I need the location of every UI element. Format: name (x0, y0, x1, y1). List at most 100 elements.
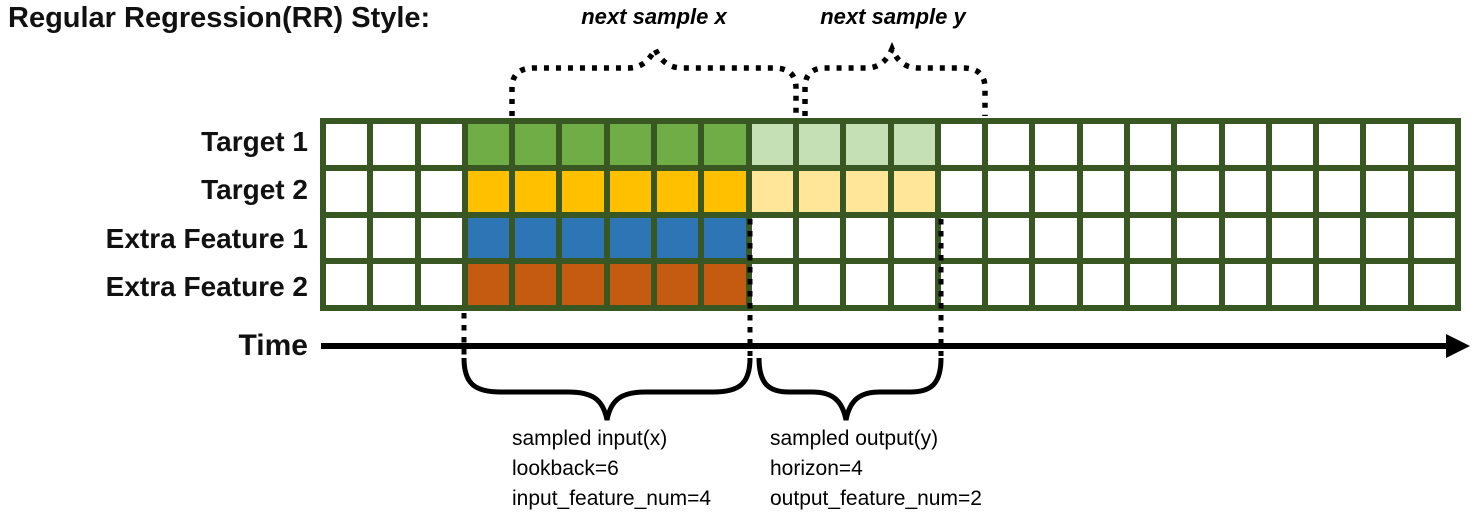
grid-cell (846, 124, 888, 165)
input-feature-num-value: input_feature_num=4 (512, 487, 712, 510)
grid-cell (609, 170, 652, 212)
grid-cell (1366, 124, 1408, 165)
horizon-value: horizon=4 (770, 457, 863, 480)
grid-cell (420, 124, 462, 165)
grid-cell (1413, 124, 1455, 165)
grid-cell (1366, 170, 1408, 212)
grid-cell (657, 124, 699, 165)
grid-cell (1177, 217, 1219, 259)
grid-cell (1271, 264, 1314, 305)
grid-cell (1224, 124, 1266, 165)
grid-cell (326, 217, 368, 259)
next-sample-x-label: next sample x (581, 4, 727, 29)
grid-cell (1082, 217, 1124, 259)
row-label-extra-feature-2: Extra Feature 2 (105, 271, 308, 302)
grid-cell (893, 217, 935, 259)
grid-cell (893, 264, 935, 305)
grid-cell (1366, 217, 1408, 259)
grid-cell (373, 124, 415, 165)
grid-cell (562, 264, 604, 305)
grid-cell (704, 217, 746, 259)
grid-cell (751, 264, 793, 305)
sampled-output-brace (756, 357, 944, 421)
row-label-target-1: Target 1 (201, 126, 308, 157)
grid-cell (1177, 170, 1219, 212)
grid-cell (1319, 264, 1361, 305)
grid-cell (326, 170, 368, 212)
grid-cell (1319, 124, 1361, 165)
grid-cell (1082, 264, 1124, 305)
grid-cell (1129, 170, 1172, 212)
grid-cell (326, 264, 368, 305)
sampled-input-annotation: sampled input(x) lookback=6 input_featur… (512, 424, 711, 514)
grid-cell (1129, 264, 1172, 305)
grid-cell (751, 124, 793, 165)
grid-cell (988, 217, 1030, 259)
grid-cell (1035, 170, 1077, 212)
grid-cell (1082, 124, 1124, 165)
grid-cell (657, 264, 699, 305)
grid-cell (373, 264, 415, 305)
grid-cell (515, 124, 557, 165)
grid-cell (420, 217, 462, 259)
grid-cell (988, 124, 1030, 165)
grid-cell (893, 170, 935, 212)
output-feature-num-value: output_feature_num=2 (770, 487, 982, 510)
grid-cell (1082, 170, 1124, 212)
grid-cell (373, 170, 415, 212)
grid-cell (1224, 217, 1266, 259)
grid-cell (1224, 170, 1266, 212)
grid-cell (1177, 124, 1219, 165)
row-label-extra-feature-1: Extra Feature 1 (105, 223, 308, 254)
row-label-target-2: Target 2 (201, 174, 308, 205)
grid-cell (1271, 124, 1314, 165)
page-title: Regular Regression(RR) Style: (8, 2, 431, 34)
grid-cell (1413, 264, 1455, 305)
grid-cell (657, 217, 699, 259)
grid-cell (1413, 170, 1455, 212)
grid-cell (798, 264, 841, 305)
grid-cell (609, 217, 652, 259)
grid-cell (798, 124, 841, 165)
grid-cell (1035, 217, 1077, 259)
grid-cell (704, 170, 746, 212)
grid-cell (704, 124, 746, 165)
sampled-input-title: sampled input(x) (512, 427, 668, 450)
grid-cell (940, 124, 983, 165)
grid-cell (988, 170, 1030, 212)
grid-cell (515, 264, 557, 305)
grid-cell (1319, 170, 1361, 212)
grid-cell (940, 264, 983, 305)
sample-grid (320, 118, 1461, 311)
grid-cell (1413, 217, 1455, 259)
next-sample-y-brace (802, 41, 988, 116)
sampled-input-brace (461, 357, 753, 421)
sampled-output-title: sampled output(y) (770, 427, 939, 450)
grid-cell (940, 170, 983, 212)
grid-cell (467, 124, 510, 165)
grid-cell (420, 264, 462, 305)
grid-cell (1271, 217, 1314, 259)
time-axis-label: Time (238, 329, 308, 362)
grid-cell (657, 170, 699, 212)
grid-cell (751, 217, 793, 259)
grid-cell (562, 124, 604, 165)
grid-cell (609, 264, 652, 305)
grid-cell (1271, 170, 1314, 212)
grid-cell (467, 264, 510, 305)
grid-cell (846, 217, 888, 259)
next-sample-x-brace (509, 42, 799, 116)
grid-cell (988, 264, 1030, 305)
grid-cell (562, 170, 604, 212)
grid-cell (1129, 124, 1172, 165)
grid-cell (467, 170, 510, 212)
grid-cell (940, 217, 983, 259)
grid-cell (846, 264, 888, 305)
grid-cell (420, 170, 462, 212)
grid-cell (893, 124, 935, 165)
grid-cell (1035, 264, 1077, 305)
grid-cell (1224, 264, 1266, 305)
grid-cell (467, 217, 510, 259)
grid-cell (1129, 217, 1172, 259)
